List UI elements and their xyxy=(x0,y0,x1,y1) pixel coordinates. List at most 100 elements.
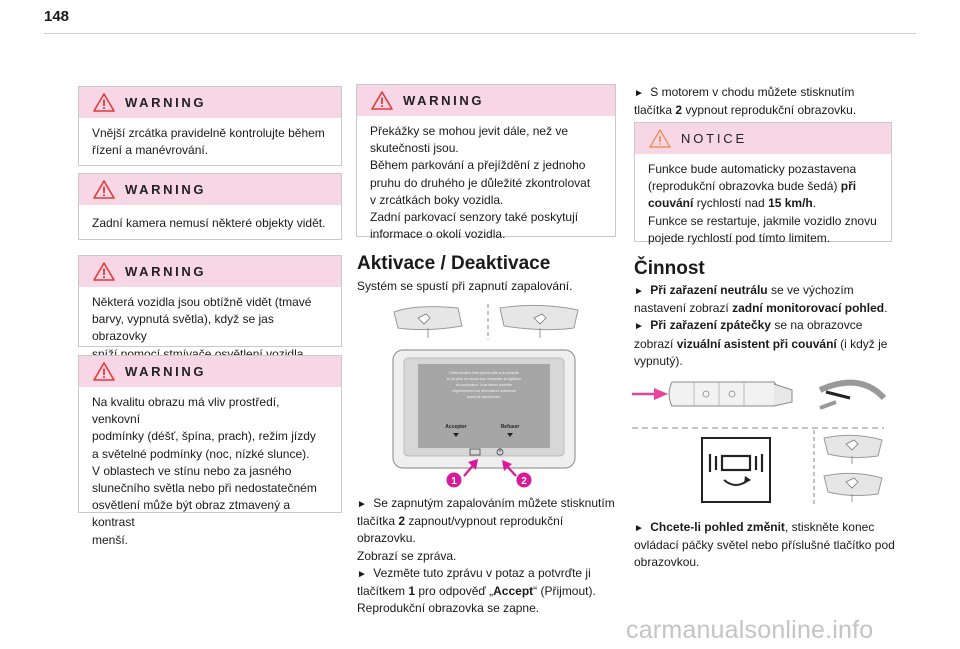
text-span: zobrazí xyxy=(634,336,677,351)
bullet-arrow-icon: ► xyxy=(634,321,644,333)
change-view-text: ► Chcete-li pohled změnit, stiskněte kon… xyxy=(634,519,895,572)
text-line: tlačítka 2 zapnout/vypnout reprodukční xyxy=(357,513,615,530)
warning-title: WARNING xyxy=(125,182,207,197)
warning-header: WARNING xyxy=(79,87,341,118)
callout-2-badge xyxy=(516,472,532,488)
warning-box-3: WARNING Některá vozidla jsou obtížně vid… xyxy=(78,255,342,361)
lighting-stalk-icon[interactable] xyxy=(668,381,793,407)
refuse-softkey[interactable]: Refuser xyxy=(501,424,520,430)
text-line: menší. xyxy=(92,532,129,547)
text-span: při xyxy=(840,179,857,194)
text-line: ► Při zařazení neutrálu se ve výchozím xyxy=(634,282,887,300)
text-span: vypnout reprodukční obrazovku. xyxy=(682,103,857,118)
text-span: (reprodukční obrazovka bude šedá) xyxy=(648,179,841,194)
warning-header: WARNING xyxy=(79,356,341,387)
text-span: Se zapnutým zapalováním můžete stisknutí… xyxy=(373,496,615,510)
accept-softkey[interactable]: Accepter xyxy=(445,424,466,430)
steering-wheel-icon xyxy=(818,379,886,410)
text-span: tlačítka xyxy=(634,103,676,118)
text-line: (reprodukční obrazovka bude šedá) při xyxy=(648,178,879,195)
screen-message-line: du conducteur. Vous devez contrôler xyxy=(456,383,513,387)
text-line: Reprodukční obrazovka se zapne. xyxy=(357,601,540,616)
warning-title: WARNING xyxy=(403,93,485,108)
text-span: Vezměte tuto zprávu v potaz a potvrďte j… xyxy=(373,565,591,580)
left-mirror-icon xyxy=(393,306,463,338)
activation-intro: Systém se spustí při zapnutí zapalování. xyxy=(357,279,573,293)
warning-header: WARNING xyxy=(79,256,341,287)
bullet-arrow-icon: ► xyxy=(634,286,644,297)
text-span: Při zařazení neutrálu xyxy=(650,283,768,297)
text-line: obrazovku. xyxy=(357,531,416,546)
stalk-illustration xyxy=(632,379,886,506)
bullet-arrow-icon: ► xyxy=(634,88,644,99)
text-line: barvy, vypnutá světla), když se jas obra… xyxy=(92,312,274,344)
callout-arrow-icon xyxy=(502,460,517,477)
text-span: (i když je xyxy=(836,336,888,351)
text-line: ► Vezměte tuto zprávu v potaz a potvrďte… xyxy=(357,565,615,583)
section-title-operation: Činnost xyxy=(634,258,705,279)
text-line: Zadní parkovací senzory také poskytují xyxy=(370,210,579,225)
text-line: a světelné podmínky (noc, nízké slunce). xyxy=(92,446,310,461)
mirror-button-icon xyxy=(823,434,883,464)
camera-button-icon[interactable] xyxy=(469,448,481,456)
warning-text: Překážky se mohou jevit dále, než ve sku… xyxy=(357,116,615,243)
text-line: řízení a manévrování. xyxy=(92,143,209,158)
text-line: ► Při zařazení zpátečky se na obrazovce xyxy=(634,317,887,335)
text-line: Během parkování a přejíždění z jednoho xyxy=(370,158,586,173)
text-span: nastavení zobrazí xyxy=(634,301,733,316)
bullet-arrow-icon: ► xyxy=(357,499,367,510)
text-line: tlačítka 2 vypnout reprodukční obrazovku… xyxy=(634,102,856,119)
warning-title: WARNING xyxy=(125,95,207,110)
warning-box-5: WARNING Překážky se mohou jevit dále, ne… xyxy=(356,84,616,241)
warning-triangle-icon xyxy=(93,180,115,199)
text-line: V oblastech ve stínu nebo za jasného xyxy=(92,463,292,478)
text-span: tlačítka xyxy=(357,514,399,529)
text-span: 2 xyxy=(675,103,683,118)
power-button-icon[interactable] xyxy=(496,448,504,456)
text-line: ► Chcete-li pohled změnit, stiskněte kon… xyxy=(634,519,895,537)
text-span: couvání xyxy=(648,196,694,211)
text-line: Funkce bude automaticky pozastavena xyxy=(648,162,857,176)
text-line: Některá vozidla jsou obtížně vidět (tmav… xyxy=(92,295,312,309)
notice-header: NOTICE xyxy=(635,123,891,154)
text-span: 2 xyxy=(398,514,406,529)
rear-view-button-icon[interactable] xyxy=(701,437,771,503)
text-span: 15 km/h xyxy=(768,196,813,211)
text-line: pruhu do druhého je důležité zkontrolova… xyxy=(370,175,591,190)
text-span: Při zařazení zpátečky xyxy=(650,318,771,333)
warning-title: WARNING xyxy=(125,264,207,279)
operation-text: ► Při zařazení neutrálu se ve výchozím n… xyxy=(634,282,887,370)
warning-text: Zadní kamera nemusí některé objekty vidě… xyxy=(79,205,341,232)
watermark: carmanualsonline.info xyxy=(626,616,874,644)
activation-instructions: ► Se zapnutým zapalováním můžete stisknu… xyxy=(357,495,615,617)
text-span: zadní monitorovací pohled xyxy=(732,301,885,316)
text-span: Chcete-li pohled změnit xyxy=(650,520,785,534)
warning-title: WARNING xyxy=(125,364,207,379)
text-line: ► S motorem v chodu můžete stisknutím xyxy=(634,84,856,102)
text-span: se na obrazovce xyxy=(770,318,863,333)
text-line: Funkce se restartuje, jakmile vozidlo zn… xyxy=(648,213,877,228)
screen-illustration: Cette fonction n'est qu'une aide à la co… xyxy=(392,304,579,488)
mirror-button-icon xyxy=(823,472,883,502)
notice-title: NOTICE xyxy=(681,131,747,146)
warning-box-1: WARNING Vnější zrcátka pravidelně kontro… xyxy=(78,86,342,166)
text-line: obrazovkou. xyxy=(634,555,700,570)
text-line: informace o okolí vozidla. xyxy=(370,227,506,242)
text-line: Překážky se mohou jevit dále, než ve xyxy=(370,124,569,138)
display-screen xyxy=(418,364,550,448)
text-line: pojede rychlostí pod tímto limitem. xyxy=(648,230,831,245)
header-rule xyxy=(44,33,916,34)
warning-triangle-icon xyxy=(93,362,115,381)
callout-1-label: 1 xyxy=(451,476,457,487)
text-line: osvětlení může být obraz ztmavený a kont… xyxy=(92,498,291,530)
callout-1-badge xyxy=(446,472,462,488)
text-line: v zrcátkách boky vozidla. xyxy=(370,192,504,207)
text-span: . xyxy=(812,196,817,211)
chevron-down-icon xyxy=(453,433,459,437)
text-line: Vnější zrcátka pravidelně kontrolujte bě… xyxy=(92,126,325,140)
text-line: Zadní kamera nemusí některé objekty vidě… xyxy=(92,216,326,230)
screen-message-line: Cette fonction n'est qu'une aide à la co… xyxy=(449,371,519,375)
text-span: rychlostí nad xyxy=(693,196,769,211)
warning-box-4: WARNING Na kvalitu obrazu má vliv prostř… xyxy=(78,355,342,547)
warning-box-2: WARNING Zadní kamera nemusí některé obje… xyxy=(78,173,342,240)
